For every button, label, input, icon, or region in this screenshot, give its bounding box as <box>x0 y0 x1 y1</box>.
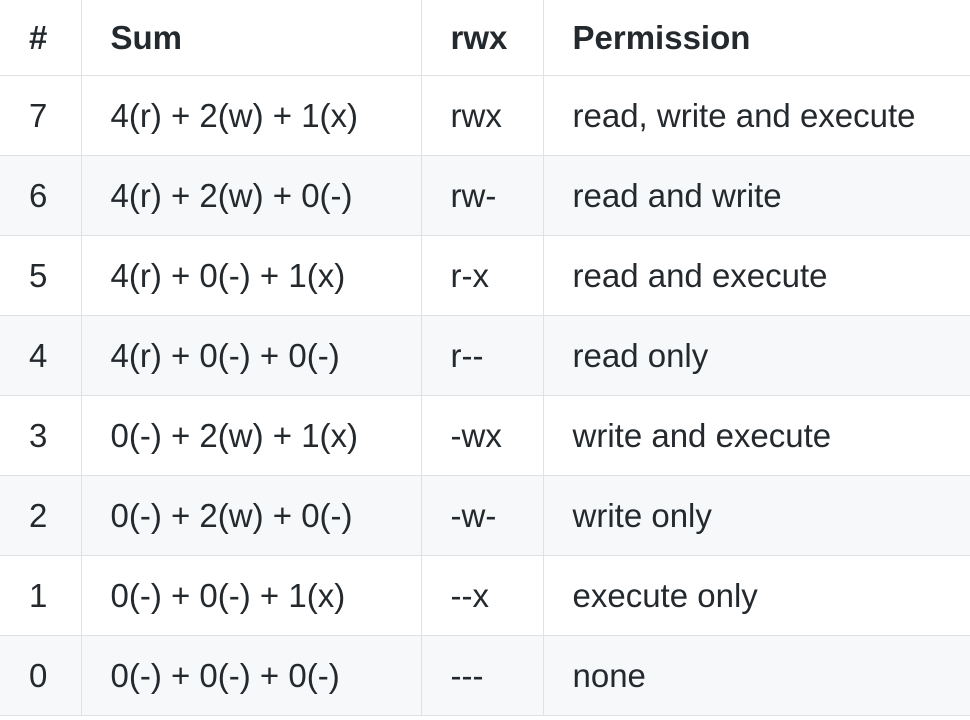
table-row: 7 4(r) + 2(w) + 1(x) rwx read, write and… <box>0 75 970 156</box>
cell-rwx: -w- <box>420 475 544 556</box>
cell-rwx: -wx <box>420 395 544 476</box>
cell-number: 0 <box>0 635 82 716</box>
header-permission: Permission <box>542 0 970 76</box>
cell-sum: 0(-) + 0(-) + 1(x) <box>80 555 422 636</box>
cell-rwx: --x <box>420 555 544 636</box>
cell-number: 1 <box>0 555 82 636</box>
table-row: 1 0(-) + 0(-) + 1(x) --x execute only <box>0 555 970 636</box>
cell-rwx: rw- <box>420 155 544 236</box>
table-row: 5 4(r) + 0(-) + 1(x) r-x read and execut… <box>0 235 970 316</box>
cell-permission: read, write and execute <box>542 75 970 156</box>
cell-permission: read and write <box>542 155 970 236</box>
cell-sum: 4(r) + 2(w) + 0(-) <box>80 155 422 236</box>
cell-permission: write and execute <box>542 395 970 476</box>
table-row: 2 0(-) + 2(w) + 0(-) -w- write only <box>0 475 970 556</box>
cell-sum: 4(r) + 0(-) + 0(-) <box>80 315 422 396</box>
cell-number: 3 <box>0 395 82 476</box>
header-rwx: rwx <box>420 0 544 76</box>
cell-permission: read only <box>542 315 970 396</box>
cell-rwx: rwx <box>420 75 544 156</box>
table-header: # Sum rwx Permission <box>0 0 970 76</box>
cell-number: 2 <box>0 475 82 556</box>
header-row: # Sum rwx Permission <box>0 0 970 76</box>
cell-sum: 0(-) + 2(w) + 0(-) <box>80 475 422 556</box>
cell-number: 5 <box>0 235 82 316</box>
cell-number: 6 <box>0 155 82 236</box>
cell-sum: 4(r) + 2(w) + 1(x) <box>80 75 422 156</box>
cell-sum: 0(-) + 2(w) + 1(x) <box>80 395 422 476</box>
header-number: # <box>0 0 82 76</box>
table-row: 0 0(-) + 0(-) + 0(-) --- none <box>0 635 970 716</box>
cell-permission: none <box>542 635 970 716</box>
cell-number: 7 <box>0 75 82 156</box>
cell-permission: execute only <box>542 555 970 636</box>
cell-sum: 0(-) + 0(-) + 0(-) <box>80 635 422 716</box>
table-row: 4 4(r) + 0(-) + 0(-) r-- read only <box>0 315 970 396</box>
table-row: 3 0(-) + 2(w) + 1(x) -wx write and execu… <box>0 395 970 476</box>
table-row: 6 4(r) + 2(w) + 0(-) rw- read and write <box>0 155 970 236</box>
cell-number: 4 <box>0 315 82 396</box>
cell-rwx: r-- <box>420 315 544 396</box>
header-sum: Sum <box>80 0 422 76</box>
table-body: 7 4(r) + 2(w) + 1(x) rwx read, write and… <box>0 75 970 716</box>
cell-rwx: r-x <box>420 235 544 316</box>
cell-permission: write only <box>542 475 970 556</box>
cell-sum: 4(r) + 0(-) + 1(x) <box>80 235 422 316</box>
cell-permission: read and execute <box>542 235 970 316</box>
cell-rwx: --- <box>420 635 544 716</box>
